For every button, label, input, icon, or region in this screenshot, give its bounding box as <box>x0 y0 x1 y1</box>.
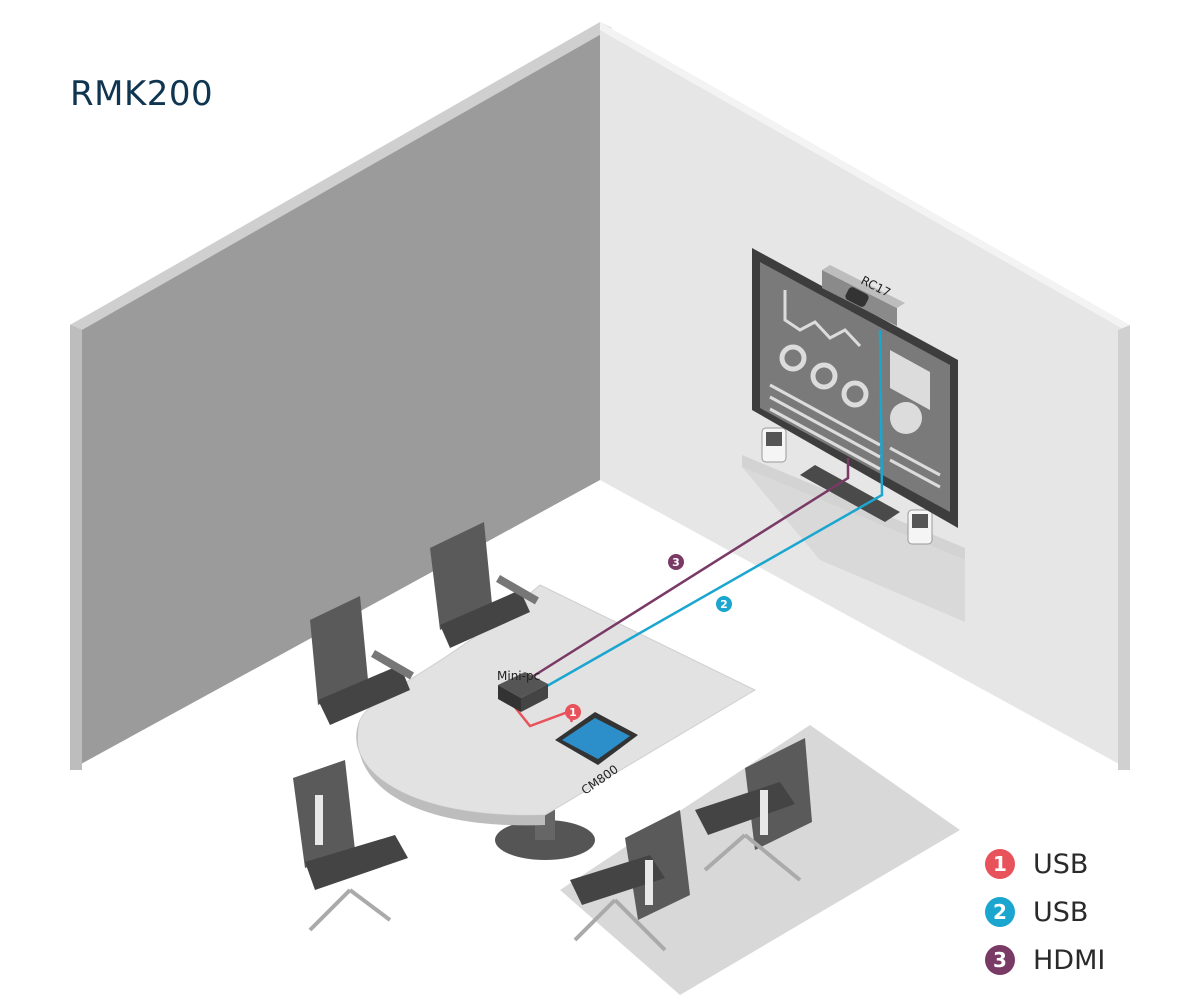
diagram-title: RMK200 <box>70 74 214 114</box>
legend-item-3: 3 HDMI <box>985 936 1105 984</box>
legend-item-2: 2 USB <box>985 888 1105 936</box>
badge-2 <box>716 596 732 612</box>
mini-pc <box>498 672 548 698</box>
legend: 1 USB 2 USB 3 HDMI <box>985 840 1105 984</box>
chair-front-middle <box>570 810 690 952</box>
legend-label-3: HDMI <box>1033 944 1106 976</box>
svg-text:3: 3 <box>672 556 680 569</box>
cable-hdmi <box>523 458 850 684</box>
cable-usb-camera <box>539 329 884 692</box>
legend-badge-1: 1 <box>985 849 1015 879</box>
chair-back-middle <box>430 522 539 648</box>
badge-3 <box>668 554 684 570</box>
legend-badge-2: 2 <box>985 897 1015 927</box>
left-wall <box>70 30 600 770</box>
legend-label-1: USB <box>1033 848 1089 880</box>
badge-1 <box>565 704 581 720</box>
soundbar <box>800 465 900 522</box>
svg-text:2: 2 <box>720 598 728 611</box>
legend-label-2: USB <box>1033 896 1089 928</box>
mini-pc-label: Mini-pc <box>497 669 540 683</box>
svg-text:1: 1 <box>569 706 577 719</box>
chair-front-left <box>293 760 408 932</box>
legend-badge-3: 3 <box>985 945 1015 975</box>
legend-item-1: 1 USB <box>985 840 1105 888</box>
chair-front-right <box>695 738 812 882</box>
chair-back-left <box>310 596 414 725</box>
